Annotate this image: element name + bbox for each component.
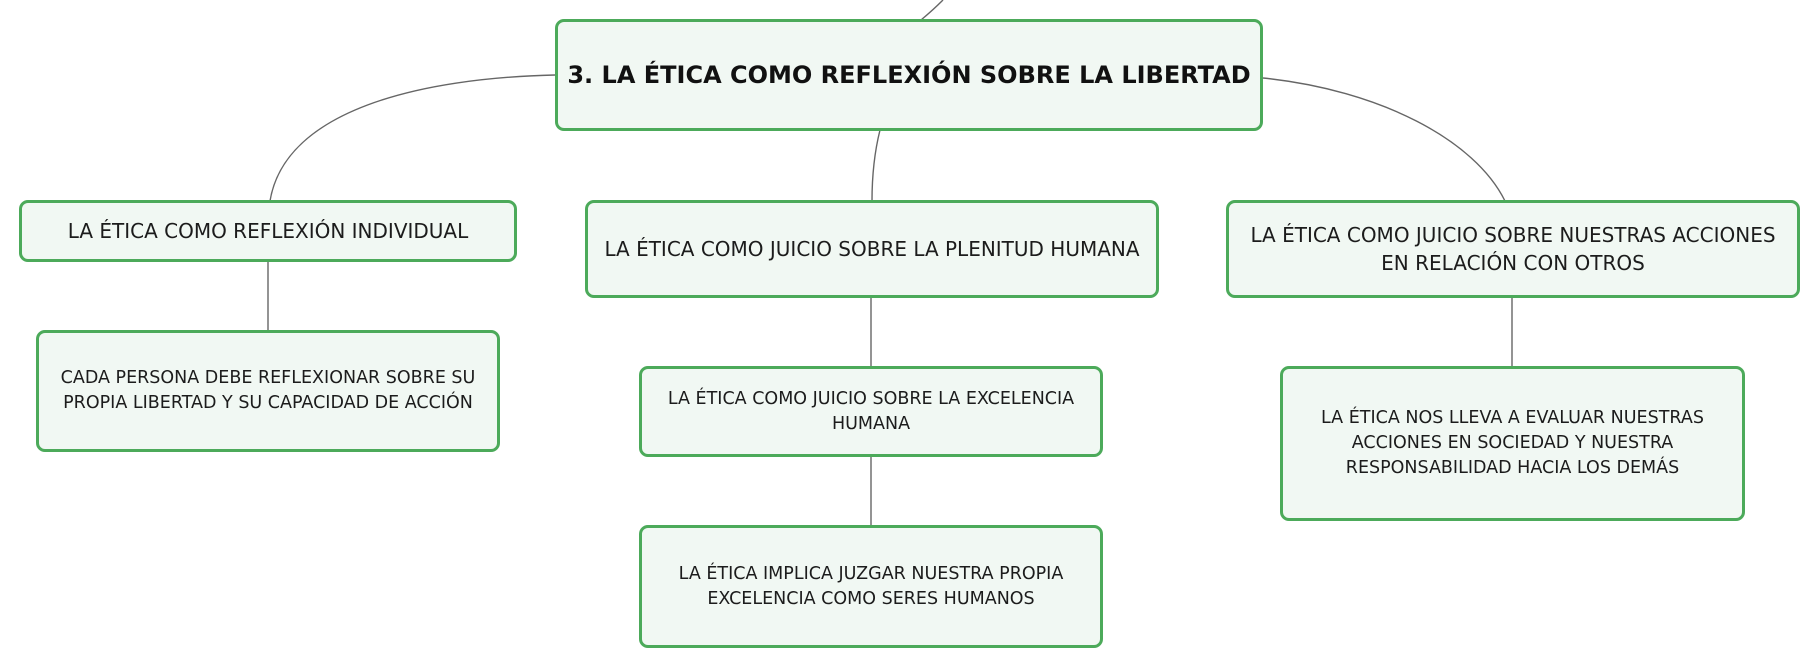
subtopic-label: CADA PERSONA DEBE REFLEXIONAR SOBRE SU P… [60,368,476,413]
branch-topic-acciones-otros[interactable]: LA ÉTICA COMO JUICIO SOBRE NUESTRAS ACCI… [1226,200,1800,298]
branch-topic-label: LA ÉTICA COMO JUICIO SOBRE NUESTRAS ACCI… [1250,222,1776,275]
connector-parent-to-root [920,0,944,21]
branch-topic-label: LA ÉTICA COMO JUICIO SOBRE LA PLENITUD H… [604,236,1140,261]
central-topic-label: 3. LA ÉTICA COMO REFLEXIÓN SOBRE LA LIBE… [567,60,1251,89]
connector-root-to-branch-individual [269,74,556,202]
subtopic-label: LA ÉTICA NOS LLEVA A EVALUAR NUESTRAS AC… [1321,408,1704,478]
subtopic-excelencia-humana[interactable]: LA ÉTICA COMO JUICIO SOBRE LA EXCELENCIA… [639,366,1103,457]
subtopic-evaluar-acciones-sociedad[interactable]: LA ÉTICA NOS LLEVA A EVALUAR NUESTRAS AC… [1280,366,1745,521]
subtopic-label: LA ÉTICA COMO JUICIO SOBRE LA EXCELENCIA… [667,388,1075,434]
subtopic-label: LA ÉTICA IMPLICA JUZGAR NUESTRA PROPIA E… [678,563,1064,609]
subtopic-reflexionar-libertad[interactable]: CADA PERSONA DEBE REFLEXIONAR SOBRE SU P… [36,330,500,452]
branch-topic-plenitud-humana[interactable]: LA ÉTICA COMO JUICIO SOBRE LA PLENITUD H… [585,200,1159,298]
branch-topic-label: LA ÉTICA COMO REFLEXIÓN INDIVIDUAL [67,218,469,243]
central-topic[interactable]: 3. LA ÉTICA COMO REFLEXIÓN SOBRE LA LIBE… [555,19,1263,131]
branch-topic-reflexion-individual[interactable]: LA ÉTICA COMO REFLEXIÓN INDIVIDUAL [19,200,517,262]
subtopic-juzgar-excelencia[interactable]: LA ÉTICA IMPLICA JUZGAR NUESTRA PROPIA E… [639,525,1103,648]
connector-root-to-branch-otros [1262,77,1506,202]
connector-root-to-branch-plenitud [871,129,881,202]
